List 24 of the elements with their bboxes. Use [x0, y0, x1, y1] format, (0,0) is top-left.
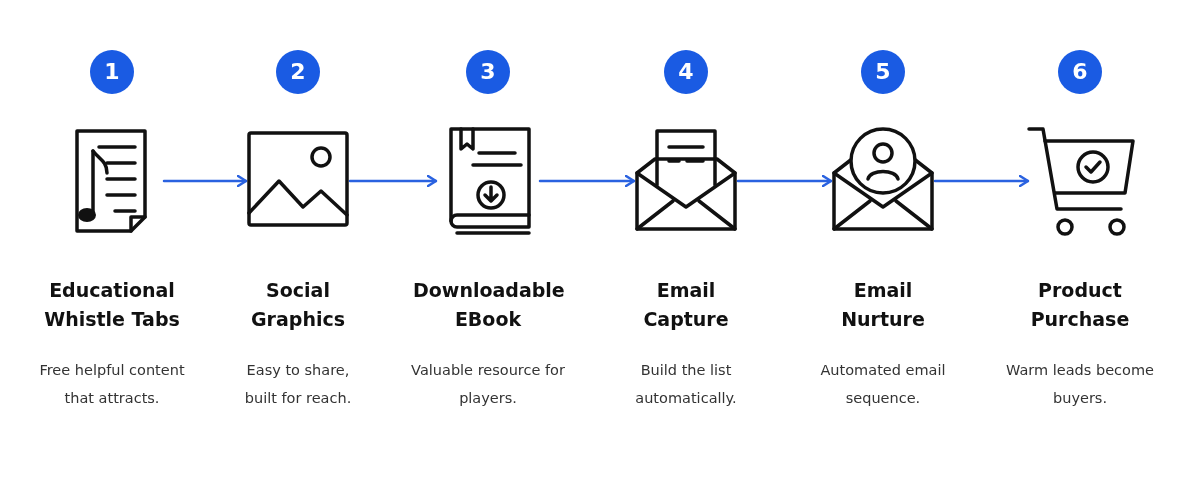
step-title: Educational Whistle Tabs	[43, 278, 181, 332]
step-number-badge: 4	[664, 50, 708, 94]
step-title: Product Purchase	[1030, 278, 1130, 332]
step-number-badge: 6	[1058, 50, 1102, 94]
shopping-cart-icon	[1028, 126, 1132, 236]
step-description: Valuable resource for players.	[410, 361, 566, 408]
step-description: Build the list automatically.	[634, 361, 738, 408]
step-description: Easy to share, built for reach.	[243, 361, 353, 408]
step-description: Free helpful content that attracts.	[38, 361, 186, 408]
arrow	[736, 174, 833, 188]
step-number-badge: 5	[861, 50, 905, 94]
arrow	[162, 174, 248, 188]
step-title: Downloadable EBook	[413, 278, 563, 332]
step-title: Social Graphics	[250, 278, 346, 332]
arrow	[933, 174, 1030, 188]
arrow	[348, 174, 438, 188]
step-number-badge: 1	[90, 50, 134, 94]
step-description: Warm leads become buyers.	[1005, 361, 1155, 408]
step-title: Email Nurture	[840, 278, 926, 332]
arrow	[538, 174, 636, 188]
step-number-badge: 3	[466, 50, 510, 94]
step-description: Automated email sequence.	[819, 361, 947, 408]
step-number-badge: 2	[276, 50, 320, 94]
step-title: Email Capture	[642, 278, 730, 332]
